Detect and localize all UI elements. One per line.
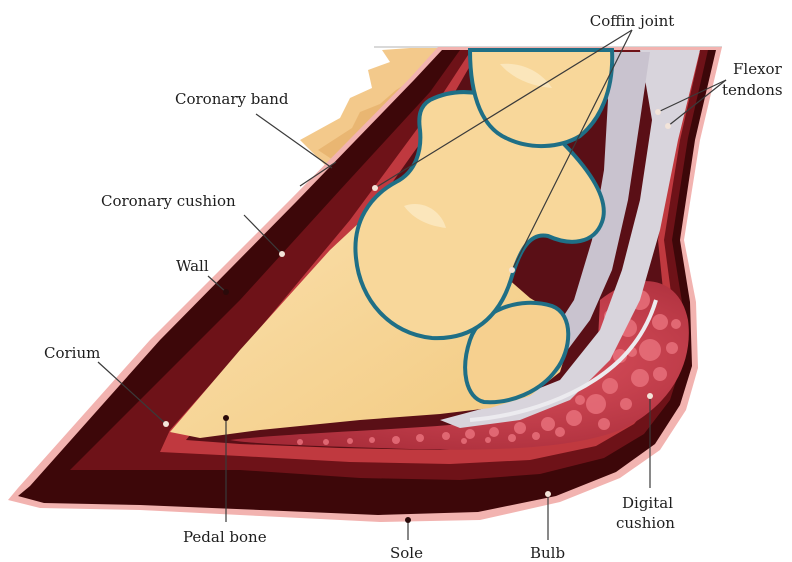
cushion-bubble xyxy=(297,439,303,445)
cushion-bubble xyxy=(620,398,632,410)
cushion-bubble xyxy=(555,427,565,437)
cushion-bubble xyxy=(514,422,526,434)
label-digital-cushion-line1: Digital xyxy=(622,494,673,512)
cushion-bubble xyxy=(461,438,467,444)
cushion-bubble xyxy=(541,417,555,431)
cushion-bubble xyxy=(508,434,516,442)
cushion-bubble xyxy=(392,436,400,444)
label-flexor-tendons-line1: Flexor xyxy=(733,60,783,78)
cushion-bubble xyxy=(639,339,661,361)
label-coronary-band: Coronary band xyxy=(175,90,289,108)
cushion-bubble xyxy=(652,314,668,330)
label-coffin-joint: Coffin joint xyxy=(590,12,675,30)
cushion-bubble xyxy=(671,319,681,329)
cushion-bubble xyxy=(631,369,649,387)
cushion-bubble xyxy=(566,410,582,426)
cushion-bubble xyxy=(489,427,499,437)
cushion-bubble xyxy=(369,437,375,443)
label-corium: Corium xyxy=(44,344,100,362)
cushion-bubble xyxy=(347,438,353,444)
label-digital-cushion-line2: cushion xyxy=(616,514,675,532)
cushion-bubble xyxy=(602,378,618,394)
cushion-bubble xyxy=(323,439,329,445)
label-pedal-bone: Pedal bone xyxy=(183,528,267,546)
cushion-bubble xyxy=(598,418,610,430)
cushion-bubble xyxy=(532,432,540,440)
cushion-bubble xyxy=(485,437,491,443)
cushion-bubble xyxy=(586,394,606,414)
cushion-bubble xyxy=(653,367,667,381)
cushion-bubble xyxy=(465,429,475,439)
cushion-bubble xyxy=(416,434,424,442)
label-sole: Sole xyxy=(390,544,423,562)
label-wall: Wall xyxy=(176,257,209,275)
cushion-bubble xyxy=(442,432,450,440)
label-bulb: Bulb xyxy=(530,544,565,562)
label-coronary-cushion: Coronary cushion xyxy=(101,192,236,210)
label-flexor-tendons-line2: tendons xyxy=(722,81,783,99)
cushion-bubble xyxy=(575,395,585,405)
cushion-bubble xyxy=(666,342,678,354)
